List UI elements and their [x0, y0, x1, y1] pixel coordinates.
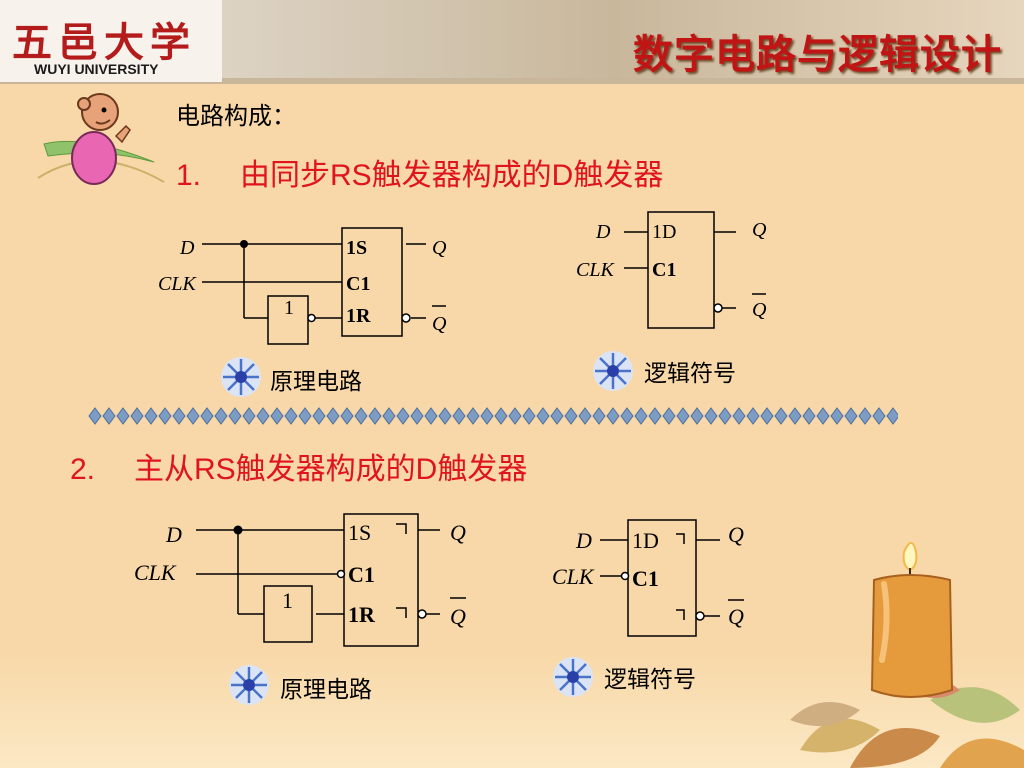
blue-flower-icon	[553, 657, 593, 697]
clk-input-label: CLK	[134, 560, 177, 585]
heading-1-text: 由同步RS触发器构成的D触发器	[240, 159, 664, 192]
section-label: 电路构成：	[176, 102, 296, 130]
d-pin-label: 1D	[652, 221, 676, 243]
q-output-label: Q	[728, 522, 744, 547]
blue-flower-icon	[229, 665, 269, 705]
reset-label: 1R	[346, 305, 371, 327]
logo-english-text: WUYI UNIVERSITY	[34, 61, 159, 77]
caption-symbol-1: 逻辑符号	[644, 361, 736, 387]
clock-label: C1	[348, 562, 375, 587]
d-input-label: D	[595, 221, 611, 243]
clk-input-label: CLK	[552, 564, 595, 589]
clk-input-label: CLK	[576, 259, 615, 281]
not-gate-label: 1	[282, 588, 293, 613]
q-bar-output-label: Q	[432, 313, 447, 335]
logo-chinese-text: 五邑大学	[12, 19, 196, 66]
blue-flower-icon	[593, 351, 633, 391]
logic-symbol-1: D CLK 1D C1 Q Q	[576, 211, 767, 329]
caption-principle-2: 原理电路	[280, 677, 372, 703]
heading-2-text: 主从RS触发器构成的D触发器	[134, 453, 528, 486]
diamond-divider	[88, 406, 898, 426]
d-input-label: D	[165, 522, 182, 547]
principle-circuit-2: D CLK 1 1S C1 1R Q Q	[134, 513, 466, 647]
heading-2: 2. 主从RS触发器构成的D触发器	[70, 444, 527, 488]
not-gate-label: 1	[284, 297, 294, 319]
candle-icon	[870, 542, 954, 698]
q-bar-output-label: Q	[752, 299, 767, 321]
caption-principle-1: 原理电路	[270, 369, 362, 395]
set-label: 1S	[346, 237, 367, 259]
header-divider	[0, 78, 1024, 84]
clock-label: C1	[346, 273, 370, 295]
caption-symbol-2: 逻辑符号	[604, 667, 696, 693]
heading-1-number: 1.	[176, 159, 202, 192]
blue-flower-icon	[221, 357, 261, 397]
clock-label: C1	[652, 259, 676, 281]
q-bar-output-label: Q	[450, 604, 466, 629]
d-input-label: D	[575, 528, 592, 553]
university-logo: 五邑大学 WUYI UNIVERSITY	[0, 0, 222, 82]
clock-label: C1	[632, 566, 659, 591]
set-label: 1S	[348, 520, 371, 545]
q-output-label: Q	[752, 219, 767, 241]
d-pin-label: 1D	[632, 528, 659, 553]
logic-symbol-2: D CLK 1D C1 Q Q	[552, 519, 744, 637]
q-output-label: Q	[432, 237, 447, 259]
reset-label: 1R	[348, 602, 376, 627]
cartoon-professor-icon	[37, 93, 165, 185]
heading-2-number: 2.	[70, 453, 96, 486]
principle-circuit-1: D CLK 1 1S C1 1R Q Q	[158, 227, 447, 345]
clk-input-label: CLK	[158, 273, 197, 295]
q-bar-output-label: Q	[728, 604, 744, 629]
d-input-label: D	[179, 237, 195, 259]
course-title: 数字电路与逻辑设计	[633, 32, 1002, 78]
q-output-label: Q	[450, 520, 466, 545]
heading-1: 1. 由同步RS触发器构成的D触发器	[176, 150, 663, 194]
